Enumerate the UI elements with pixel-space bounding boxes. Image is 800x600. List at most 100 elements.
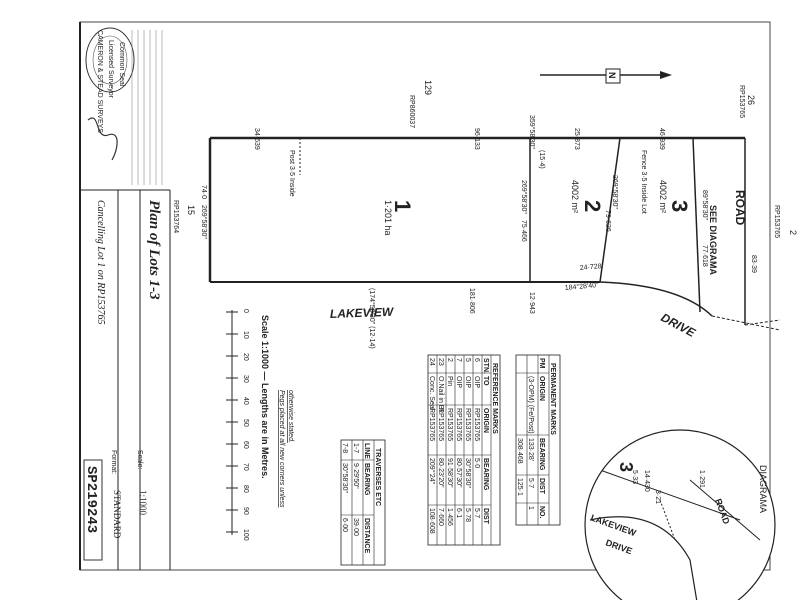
ref-marks-cell: 5·7 <box>473 508 480 518</box>
north-arrow: N <box>540 68 672 84</box>
traverses-cell: 7-8 <box>341 443 348 453</box>
dist-top-2: 96·133 <box>473 128 480 150</box>
scale-tick-label: 50 <box>242 419 249 427</box>
ref-marks-cell: RP153765 <box>473 408 480 441</box>
lot-2-number: 2 <box>580 200 605 212</box>
bearing-lot1: 269°58'30" <box>520 180 528 214</box>
ref-marks-cell: 6 <box>473 358 480 362</box>
scale-label: Scale: <box>136 450 143 470</box>
ref-marks-cell: 7 <box>455 358 462 362</box>
ref-marks-header: TO <box>482 376 489 386</box>
ref-marks-cell: RP153765 <box>455 408 462 441</box>
dist-top-3: 25·873 <box>573 128 580 150</box>
ref-marks-cell: 7·660 <box>437 508 444 526</box>
ref-marks-header: BEARING <box>482 458 489 491</box>
ref-marks-cell: Conc. Seal <box>428 376 435 411</box>
plan-subtitle: Cancelling Lot 1 on RP153765 <box>95 200 106 324</box>
ref-marks-cell: OIP <box>455 376 462 388</box>
ref-marks-header: STN. <box>482 358 489 374</box>
north-label: N <box>607 72 617 79</box>
ref-marks-cell: OIP <box>464 376 471 388</box>
lot-2-area: 4002 m² <box>570 180 580 213</box>
ref-marks-cell: 6·1 <box>455 508 462 518</box>
ref-marks-cell: 209°'24" <box>428 458 436 485</box>
chord-length: 24·728 <box>580 263 602 272</box>
dist-top-4: 46·939 <box>658 128 665 150</box>
plan-title: Plan of Lots 1-3 <box>146 200 162 300</box>
scale-tick-label: 0 <box>242 309 249 313</box>
bearing-top: 359°58'30" <box>528 115 536 149</box>
rp-26: RP153765 <box>738 85 745 118</box>
scale-tick-label: 100 <box>242 529 249 541</box>
perm-marks-cell: 125·1 <box>516 478 523 496</box>
rp-2-right: RP153765 <box>773 205 780 238</box>
ref-marks-cell: OIP <box>473 376 480 388</box>
bearing-right: 89°58'30" <box>701 190 709 220</box>
rp-top: RP860037 <box>408 95 415 128</box>
arc-length: 12·943 <box>528 292 535 314</box>
scale-tick-label: 20 <box>242 353 249 361</box>
traverses-title: TRAVERSES ETC <box>374 448 381 506</box>
diagram-dist-1: 14·430 <box>643 470 650 492</box>
stamp-line-2: Licensed Surveyor <box>107 40 114 99</box>
lot-3-number: 3 <box>667 200 692 212</box>
ref-marks-cell: RP153765 <box>437 408 444 441</box>
ref-marks-cell: 108·608 <box>428 508 435 534</box>
traverses-cell: 9·29'50" <box>352 463 359 489</box>
ref-marks-cell: O.Nail in Bt. <box>437 376 444 413</box>
perm-marks-header: NO. <box>538 506 545 519</box>
perm-marks-cell: 1 <box>527 506 534 510</box>
post-note: Post 3·5 Inside <box>288 150 295 197</box>
road-label: ROAD <box>733 190 747 226</box>
ref-marks-cell: 23 <box>437 358 444 366</box>
stamp-line-3: Common Seal <box>118 42 125 87</box>
plan-number: SP219243 <box>83 466 99 533</box>
dist-lot2: 79·626 <box>604 210 611 232</box>
boundary-lines <box>208 136 781 331</box>
chord-bearing: 184°28'40" <box>564 281 599 292</box>
perm-marks-header: PM <box>538 358 545 369</box>
ref-marks-cell: 80·57'30" <box>455 458 462 488</box>
rp-15: RP153764 <box>172 200 179 233</box>
diagram-dist-4: 1·291 <box>698 470 705 488</box>
peg-note-1: Pegs placed at all new corners unless <box>278 390 285 508</box>
ref-marks-cell: 24 <box>428 358 435 366</box>
traverses-header: LINE <box>363 443 370 459</box>
traverses-cell: 6·00 <box>341 518 348 532</box>
perm-marks-cell: 308·468 <box>516 438 523 464</box>
lot-1-area: 1·201 ha <box>383 200 393 236</box>
perm-marks-cell: (3-OPM) (Fe/Post) <box>527 376 534 434</box>
peg-note-2: otherwise stated. <box>287 390 294 443</box>
diagram-lot: 3 <box>616 462 636 472</box>
ref-marks-cell: 30°58'30" <box>464 458 472 488</box>
dist-lower: 83·39 <box>750 255 757 273</box>
ref-marks-cell: RP153765 <box>428 408 435 441</box>
traverses-cell: 39·00 <box>352 518 359 536</box>
scale-tick-label: 40 <box>242 397 249 405</box>
lot-3-area: 4002 m² <box>658 180 668 213</box>
dist-lot1: 75·466 <box>520 220 527 242</box>
ref-marks-header: DIST <box>482 508 489 525</box>
dist-right: 77·618 <box>701 245 708 267</box>
lot-26: 26 <box>746 95 756 105</box>
ref-marks-cell: 2 <box>446 358 453 362</box>
ref-marks-cell: 80·23'20" <box>437 458 444 488</box>
format-label: Format: <box>110 450 117 474</box>
diagram-dist-3: 3·21 <box>654 490 661 504</box>
diagram-title: DIAGRAMA <box>758 465 768 513</box>
traverses-table: TRAVERSES ETCLINE1-77-8BEARING9·29'50"30… <box>340 439 386 566</box>
scale-tick-label: 10 <box>242 331 249 339</box>
perm-marks-header: DIST <box>538 478 545 495</box>
lakeview-label: LAKEVIEW <box>330 305 395 321</box>
ref-marks-cell: 5 <box>464 358 471 362</box>
traverses-header: BEARING <box>363 463 370 496</box>
scale-text: Scale 1:1000 — Lengths are in Metres. <box>260 315 270 479</box>
scale-tick-label: 30 <box>242 375 249 383</box>
scale-tick-label: 80 <box>242 485 249 493</box>
ref-marks-cell: RP153765 <box>446 408 453 441</box>
ref-marks-header: ORIGIN <box>482 408 489 433</box>
dist-left: 74·0 <box>200 185 207 199</box>
